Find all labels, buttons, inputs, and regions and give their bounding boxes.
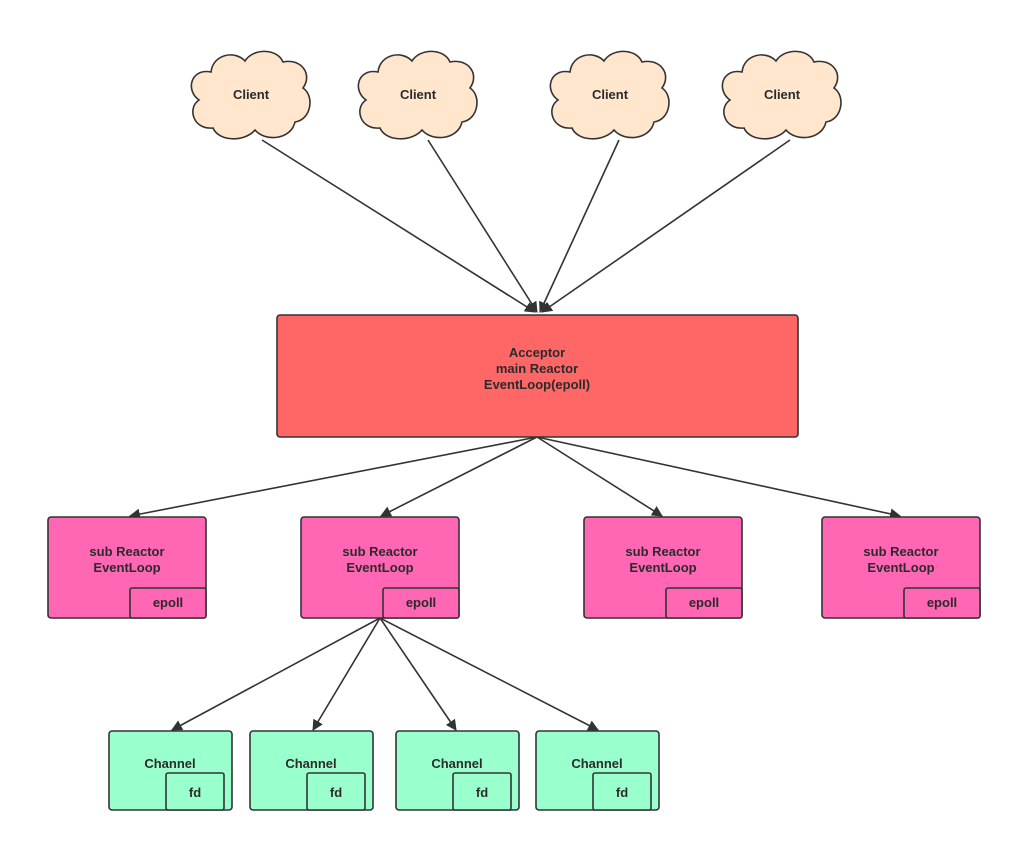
sub-reactor-node: sub Reactor EventLoop epoll <box>47 516 207 619</box>
sub-reactor-line-2: EventLoop <box>346 560 413 575</box>
client-label: Client <box>400 87 437 102</box>
epoll-label: epoll <box>927 595 957 610</box>
connector-reactor-1 <box>128 436 538 520</box>
client-node: Client <box>357 50 478 140</box>
connector-channel-3 <box>379 617 457 731</box>
connector-reactor-4 <box>536 436 902 520</box>
sub-reactor-line-2: EventLoop <box>867 560 934 575</box>
client-label: Client <box>592 87 629 102</box>
acceptor-line-2: main Reactor <box>496 361 578 376</box>
epoll-box <box>665 587 743 619</box>
epoll-label: epoll <box>406 595 436 610</box>
fd-label: fd <box>189 785 201 800</box>
channel-label: Channel <box>431 756 482 771</box>
connector-channel-4 <box>379 617 599 731</box>
channel-node: Channel fd <box>108 730 233 811</box>
connector-client-2 <box>427 139 538 313</box>
client-node: Client <box>549 50 670 140</box>
fd-box <box>165 772 225 811</box>
sub-reactor-line-2: EventLoop <box>629 560 696 575</box>
channel-node: Channel fd <box>535 730 660 811</box>
sub-reactor-line-1: sub Reactor <box>342 544 417 559</box>
reactor-connectors <box>128 436 902 520</box>
acceptor-line-1: Acceptor <box>509 345 565 360</box>
cloud-shape <box>721 50 842 140</box>
client-node: Client <box>721 50 842 140</box>
epoll-box <box>129 587 207 619</box>
sub-reactor-line-1: sub Reactor <box>863 544 938 559</box>
epoll-box <box>382 587 460 619</box>
connector-reactor-3 <box>536 436 663 517</box>
connector-client-3 <box>539 139 620 313</box>
fd-box <box>452 772 512 811</box>
channel-label: Channel <box>285 756 336 771</box>
fd-label: fd <box>616 785 628 800</box>
channel-label: Channel <box>571 756 622 771</box>
channel-node: Channel fd <box>249 730 374 811</box>
epoll-label: epoll <box>689 595 719 610</box>
cloud-shape <box>357 50 478 140</box>
connector-client-4 <box>541 139 791 313</box>
sub-reactor-node: sub Reactor EventLoop epoll <box>821 516 981 619</box>
client-label: Client <box>233 87 270 102</box>
sub-reactor-node: sub Reactor EventLoop epoll <box>583 516 743 619</box>
channel-label: Channel <box>144 756 195 771</box>
sub-reactor-node: sub Reactor EventLoop epoll <box>300 516 460 619</box>
acceptor-line-3: EventLoop(epoll) <box>484 377 590 392</box>
cloud-shape <box>190 50 311 140</box>
connector-client-1 <box>261 139 536 313</box>
epoll-label: epoll <box>153 595 183 610</box>
fd-label: fd <box>330 785 342 800</box>
acceptor-box <box>276 314 799 438</box>
epoll-box <box>903 587 981 619</box>
connector-channel-2 <box>312 617 381 731</box>
connector-reactor-2 <box>380 436 538 517</box>
sub-reactor-line-1: sub Reactor <box>625 544 700 559</box>
fd-label: fd <box>476 785 488 800</box>
cloud-shape <box>549 50 670 140</box>
acceptor-node: Acceptor main Reactor EventLoop(epoll) <box>276 314 799 438</box>
client-label: Client <box>764 87 801 102</box>
channel-node: Channel fd <box>395 730 520 811</box>
channel-connectors <box>171 617 599 731</box>
fd-box <box>306 772 366 811</box>
connector-channel-1 <box>171 617 381 731</box>
sub-reactor-line-1: sub Reactor <box>89 544 164 559</box>
sub-reactor-line-2: EventLoop <box>93 560 160 575</box>
client-node: Client <box>190 50 311 140</box>
fd-box <box>592 772 652 811</box>
client-connectors <box>261 139 791 313</box>
